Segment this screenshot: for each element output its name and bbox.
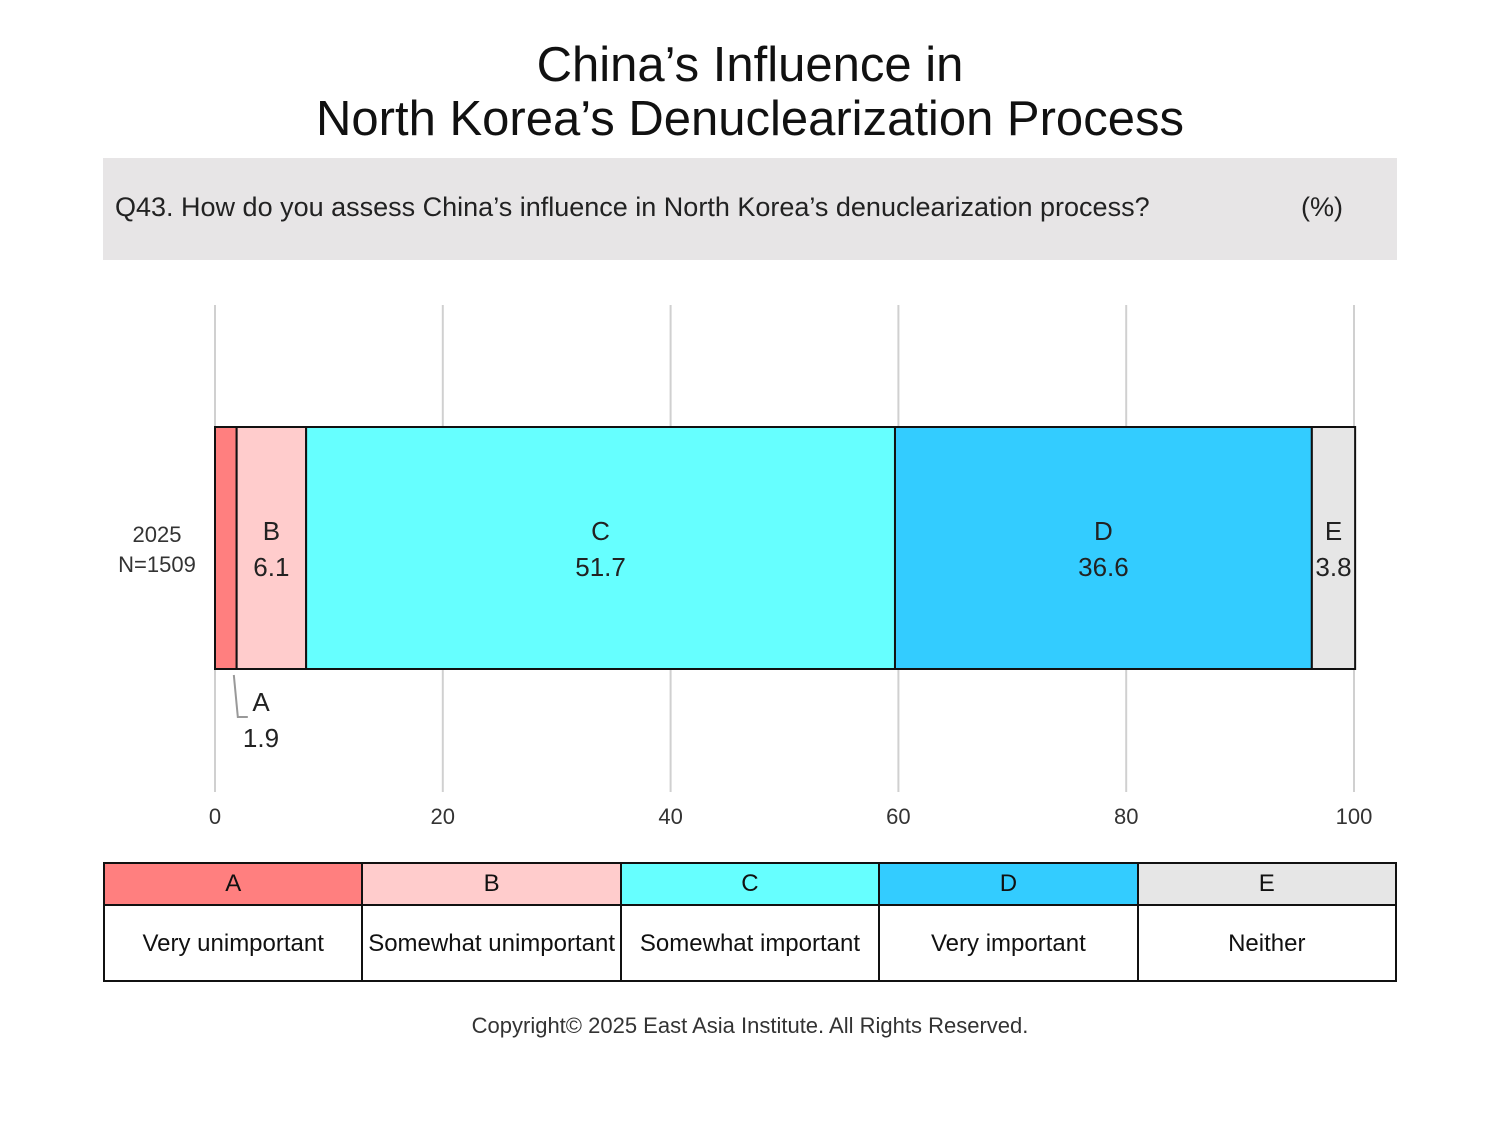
segment-name-b: B: [263, 516, 280, 546]
segment-value-a: 1.9: [243, 723, 279, 753]
question-text: Q43. How do you assess China’s influence…: [115, 192, 1150, 222]
x-tick-label-40: 40: [658, 804, 682, 829]
x-tick-label-80: 80: [1114, 804, 1138, 829]
segment-value-d: 36.6: [1078, 552, 1129, 582]
bar-segment-e: [1310, 426, 1357, 670]
title-line-2: North Korea’s Denuclearization Process: [316, 92, 1184, 146]
segment-value-b: 6.1: [253, 552, 289, 582]
x-tick-label-20: 20: [431, 804, 455, 829]
chart-title: China’s Influence in North Korea’s Denuc…: [0, 38, 1500, 146]
legend-key-b: B: [361, 862, 622, 906]
segment-name-e: E: [1325, 516, 1342, 546]
bar-segment-a: [214, 426, 238, 670]
legend-label-d: Very important: [878, 904, 1139, 982]
x-tick-label-0: 0: [209, 804, 221, 829]
legend-label-b: Somewhat unimportant: [361, 904, 622, 982]
segment-name-c: C: [591, 516, 610, 546]
legend-key-c: C: [619, 862, 881, 906]
x-tick-label-60: 60: [886, 804, 910, 829]
title-line-1: China’s Influence in: [536, 38, 964, 92]
bar-segment-c: [305, 426, 896, 670]
segment-value-c: 51.7: [575, 552, 626, 582]
legend-label-a: Very unimportant: [102, 904, 364, 982]
legend-label-c: Somewhat important: [619, 904, 881, 982]
question-banner: Q43. How do you assess China’s influence…: [103, 158, 1397, 260]
callout-line-a: [232, 674, 248, 718]
unit-label: (%): [1301, 192, 1343, 222]
legend-key-a: A: [102, 862, 364, 906]
legend-label-e: Neither: [1136, 904, 1398, 982]
category-label-line-1: 2025: [133, 522, 182, 547]
segment-value-e: 3.8: [1315, 552, 1351, 582]
legend-key-d: D: [878, 862, 1139, 906]
segment-name-a: A: [252, 687, 270, 717]
bar-segment-d: [893, 426, 1313, 670]
category-label-line-2: N=1509: [118, 552, 196, 577]
bar-segment-b: [235, 426, 308, 670]
x-tick-label-100: 100: [1336, 804, 1373, 829]
legend-key-e: E: [1136, 862, 1398, 906]
copyright-text: Copyright© 2025 East Asia Institute. All…: [471, 1013, 1029, 1038]
segment-name-d: D: [1094, 516, 1113, 546]
